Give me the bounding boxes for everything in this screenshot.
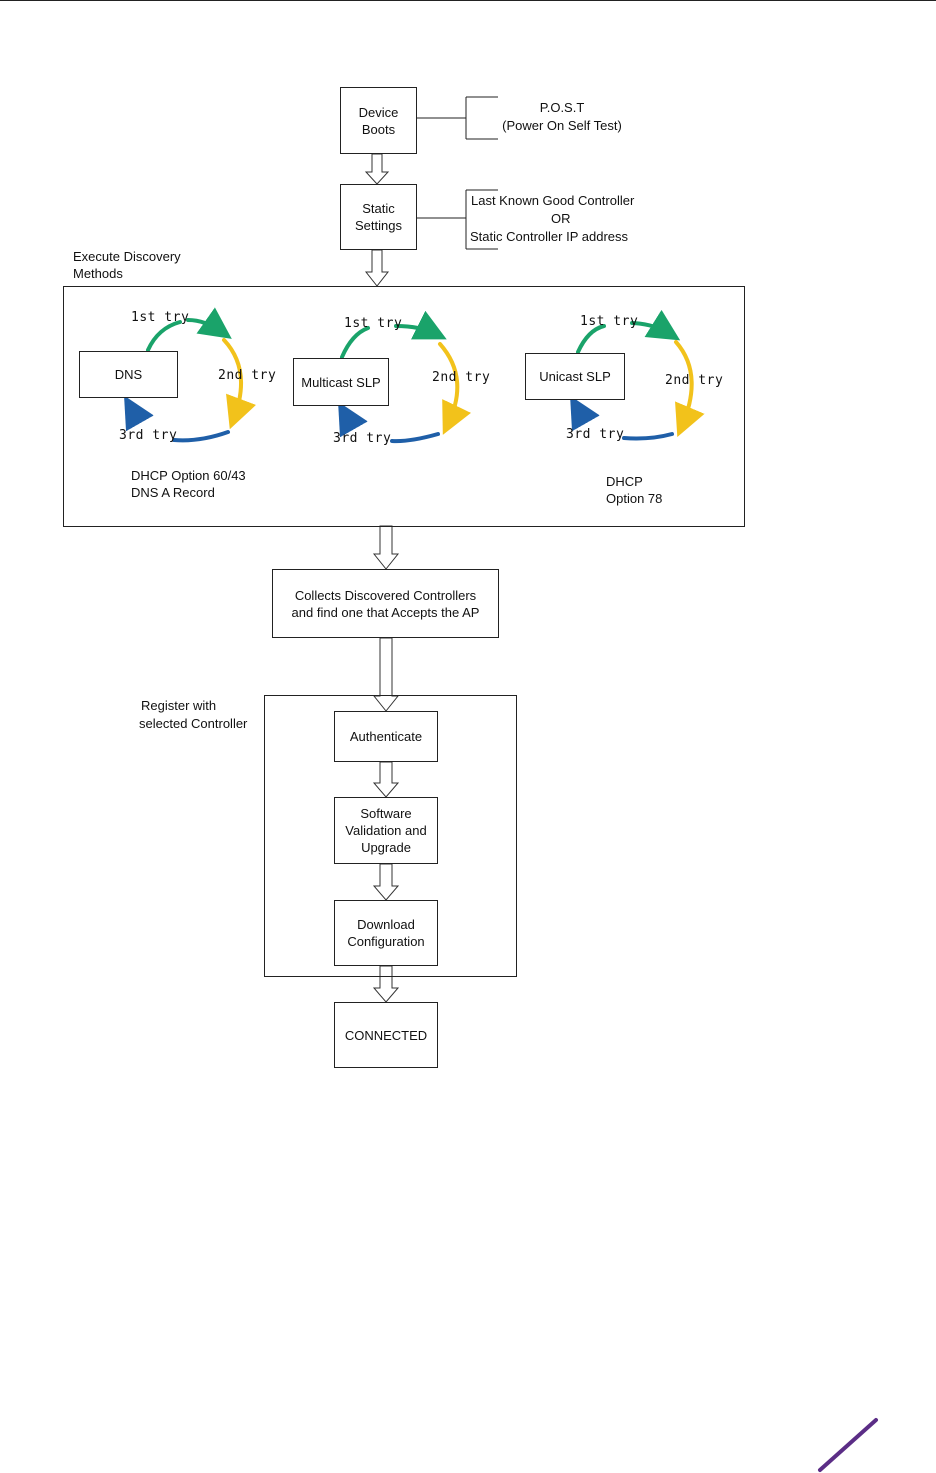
software-validation-box: Software Validation and Upgrade [334, 797, 438, 864]
register-label-line1: Register with [141, 698, 217, 713]
arrow-collects-auth [372, 637, 400, 712]
arrow-static-discovery [364, 249, 390, 287]
dns-first-try: 1st try [131, 310, 190, 325]
arrow-download-connected [372, 965, 400, 1003]
down-arrows [364, 153, 400, 1003]
brand-slash-icon [818, 1418, 878, 1472]
dns-second-try: 2nd try [218, 368, 277, 383]
register-frame [264, 695, 517, 977]
discovery-frame [63, 286, 745, 527]
static-note-line2: OR [551, 211, 571, 226]
arrow-auth-software [372, 761, 400, 798]
multicast-slp-box: Multicast SLP [293, 358, 389, 406]
header-rule [0, 0, 936, 1]
multicast-retry-loop [338, 310, 472, 444]
unicast-third-try: 3rd try [566, 427, 625, 442]
unicast-note: DHCP Option 78 [606, 474, 663, 506]
dns-note: DHCP Option 60/43 DNS A Record [131, 468, 246, 500]
unicast-retry-loop [570, 309, 705, 441]
multicast-second-try: 2nd try [432, 370, 491, 385]
register-label-line2: selected Controller [139, 716, 248, 731]
discovery-label-line2: Methods [73, 266, 123, 281]
discovery-label-line1: Execute Discovery [73, 249, 181, 264]
static-note-line1: Last Known Good Controller [471, 193, 635, 208]
collects-controllers-box: Collects Discovered Controllers and find… [272, 569, 499, 638]
unicast-slp-box: Unicast SLP [525, 353, 625, 400]
device-boots-box: Device Boots [340, 87, 417, 154]
connected-box: CONNECTED [334, 1002, 438, 1068]
authenticate-box: Authenticate [334, 711, 438, 762]
download-configuration-box: Download Configuration [334, 900, 438, 966]
post-note-line2: (Power On Self Test) [502, 118, 622, 133]
dns-box: DNS [79, 351, 178, 398]
arrow-boots-static [364, 153, 390, 185]
multicast-first-try: 1st try [344, 316, 403, 331]
dns-retry-loop [124, 307, 256, 443]
static-note-line3: Static Controller IP address [470, 229, 628, 244]
post-bracket [416, 96, 498, 140]
unicast-second-try: 2nd try [665, 373, 724, 388]
arrow-discovery-collects [372, 525, 400, 570]
static-bracket [416, 189, 498, 250]
post-note-line1: P.O.S.T [539, 100, 585, 115]
multicast-third-try: 3rd try [333, 431, 392, 446]
dns-third-try: 3rd try [119, 428, 178, 443]
unicast-first-try: 1st try [580, 314, 639, 329]
arrow-software-download [372, 863, 400, 901]
static-settings-box: Static Settings [340, 184, 417, 250]
